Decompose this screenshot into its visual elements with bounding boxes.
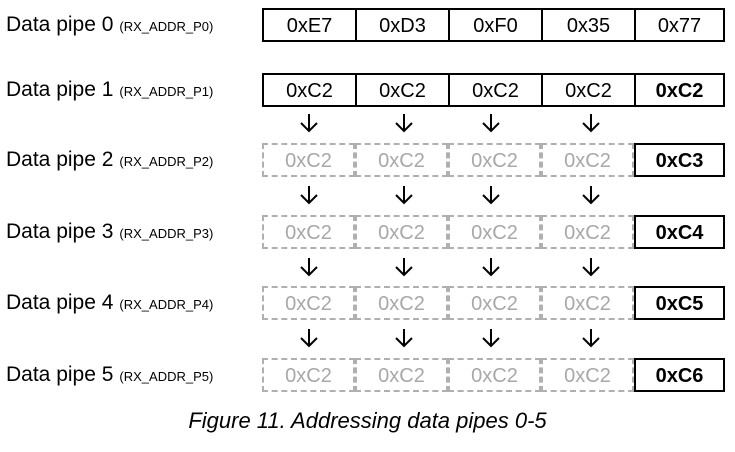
address-byte: 0xC2 <box>448 358 541 392</box>
address-byte: 0xC2 <box>262 215 355 249</box>
pipe-row-5: Data pipe 5 (RX_ADDR_P5) 0xC2 0xC2 0xC2 0… <box>0 358 735 392</box>
address-bytes: 0xC2 0xC2 0xC2 0xC2 0xC6 <box>262 358 725 392</box>
address-byte: 0xC2 <box>541 73 634 107</box>
address-byte: 0xC2 <box>355 143 448 177</box>
lsb-byte: 0xC5 <box>634 286 725 320</box>
down-arrow-icon <box>482 186 500 205</box>
address-byte: 0xC2 <box>541 143 634 177</box>
down-arrow-icon <box>395 258 413 277</box>
down-arrow-icon <box>300 329 318 348</box>
address-byte: 0xC2 <box>262 286 355 320</box>
address-byte: 0xC2 <box>448 73 541 107</box>
down-arrow-icon <box>482 258 500 277</box>
down-arrow-icon <box>395 114 413 133</box>
address-byte: 0xC2 <box>355 358 448 392</box>
address-byte: 0xC2 <box>355 286 448 320</box>
register-name: (RX_ADDR_P0) <box>119 19 214 34</box>
lsb-byte: 0xC3 <box>634 143 725 177</box>
pipe-label-5: Data pipe 5 (RX_ADDR_P5) <box>6 358 213 392</box>
down-arrow-icon <box>300 186 318 205</box>
down-arrow-icon <box>395 329 413 348</box>
down-arrow-icon <box>482 114 500 133</box>
down-arrow-icon <box>582 329 600 348</box>
pipe-row-3: Data pipe 3 (RX_ADDR_P3) 0xC2 0xC2 0xC2 0… <box>0 215 735 249</box>
pipe-row-2: Data pipe 2 (RX_ADDR_P2) 0xC2 0xC2 0xC2 0… <box>0 143 735 177</box>
pipe-label-2: Data pipe 2 (RX_ADDR_P2) <box>6 143 213 177</box>
pipe-label-1: Data pipe 1 (RX_ADDR_P1) <box>6 73 213 107</box>
register-name: (RX_ADDR_P1) <box>119 84 214 99</box>
pipe-name: Data pipe 0 <box>6 13 114 36</box>
address-byte: 0xC2 <box>355 73 448 107</box>
address-byte: 0xE7 <box>262 8 355 42</box>
down-arrow-icon <box>395 186 413 205</box>
address-byte: 0x35 <box>541 8 634 42</box>
pipe-name: Data pipe 3 <box>6 220 114 243</box>
pipe-name: Data pipe 2 <box>6 148 114 171</box>
address-byte: 0x77 <box>634 8 725 42</box>
address-bytes: 0xC2 0xC2 0xC2 0xC2 0xC3 <box>262 143 725 177</box>
address-bytes: 0xC2 0xC2 0xC2 0xC2 0xC2 <box>262 73 725 107</box>
address-byte: 0xC2 <box>262 143 355 177</box>
address-bytes: 0xC2 0xC2 0xC2 0xC2 0xC4 <box>262 215 725 249</box>
pipe-label-4: Data pipe 4 (RX_ADDR_P4) <box>6 286 213 320</box>
down-arrow-icon <box>582 114 600 133</box>
address-byte: 0xC2 <box>448 143 541 177</box>
address-byte: 0xD3 <box>355 8 448 42</box>
register-name: (RX_ADDR_P5) <box>119 369 214 384</box>
lsb-byte: 0xC2 <box>634 73 725 107</box>
address-byte: 0xC2 <box>541 286 634 320</box>
register-name: (RX_ADDR_P2) <box>119 154 214 169</box>
address-byte: 0xC2 <box>448 286 541 320</box>
pipe-label-0: Data pipe 0 (RX_ADDR_P0) <box>6 8 213 42</box>
address-byte: 0xC2 <box>262 358 355 392</box>
down-arrow-icon <box>482 329 500 348</box>
pipe-name: Data pipe 5 <box>6 363 114 386</box>
lsb-byte: 0xC4 <box>634 215 725 249</box>
figure-caption: Figure 11. Addressing data pipes 0-5 <box>188 408 547 433</box>
address-byte: 0xF0 <box>448 8 541 42</box>
address-bytes: 0xE7 0xD3 0xF0 0x35 0x77 <box>262 8 725 42</box>
address-byte: 0xC2 <box>541 358 634 392</box>
down-arrow-icon <box>582 258 600 277</box>
down-arrow-icon <box>300 114 318 133</box>
down-arrow-icon <box>582 186 600 205</box>
address-byte: 0xC2 <box>541 215 634 249</box>
register-name: (RX_ADDR_P3) <box>119 226 214 241</box>
address-bytes: 0xC2 0xC2 0xC2 0xC2 0xC5 <box>262 286 725 320</box>
pipe-label-3: Data pipe 3 (RX_ADDR_P3) <box>6 215 213 249</box>
pipe-row-0: Data pipe 0 (RX_ADDR_P0) 0xE7 0xD3 0xF0 0… <box>0 8 735 42</box>
pipe-name: Data pipe 1 <box>6 78 114 101</box>
lsb-byte: 0xC6 <box>634 358 725 392</box>
register-name: (RX_ADDR_P4) <box>119 297 214 312</box>
address-byte: 0xC2 <box>448 215 541 249</box>
pipe-row-1: Data pipe 1 (RX_ADDR_P1) 0xC2 0xC2 0xC2 0… <box>0 73 735 107</box>
address-byte: 0xC2 <box>262 73 355 107</box>
pipe-row-4: Data pipe 4 (RX_ADDR_P4) 0xC2 0xC2 0xC2 0… <box>0 286 735 320</box>
address-byte: 0xC2 <box>355 215 448 249</box>
pipe-name: Data pipe 4 <box>6 291 114 314</box>
down-arrow-icon <box>300 258 318 277</box>
